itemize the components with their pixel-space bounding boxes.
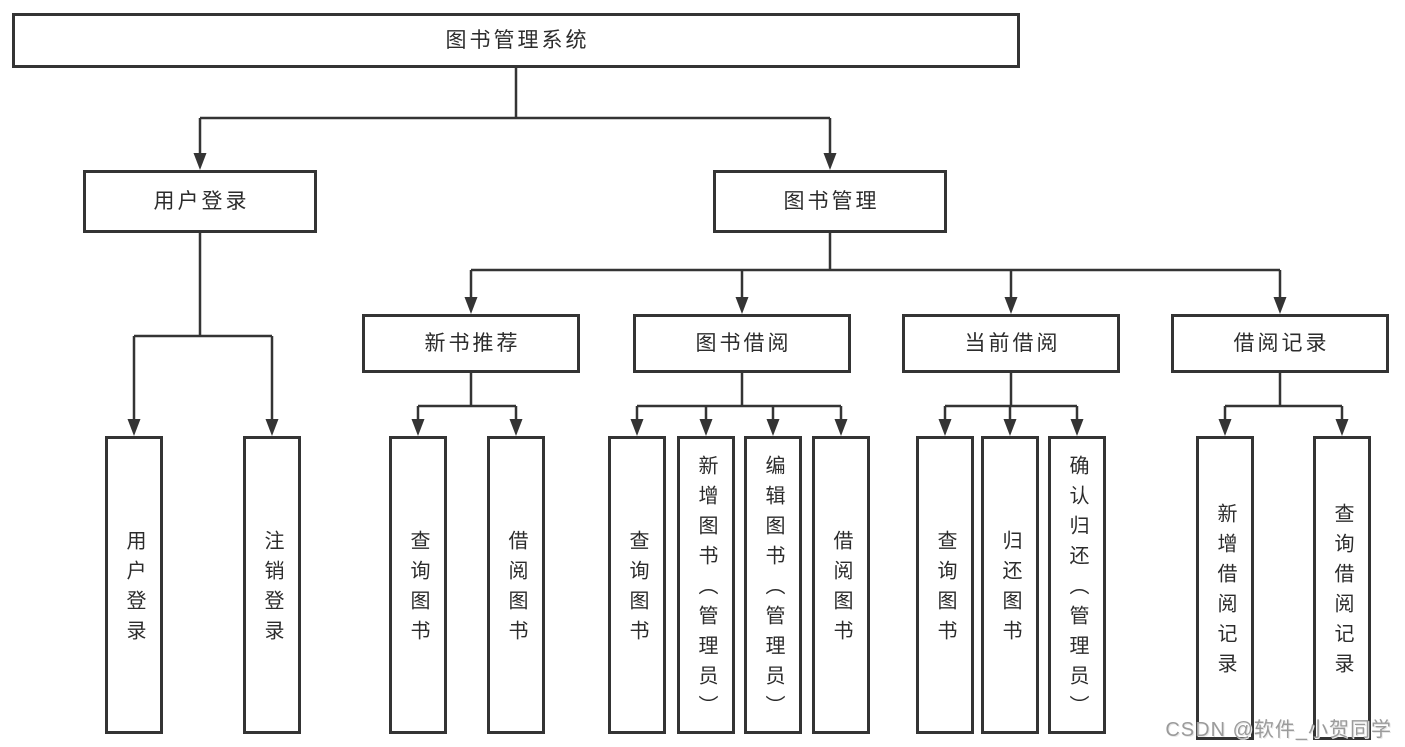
- leaf-query-borrow-record: 查询借阅记录: [1313, 436, 1371, 740]
- leaf-borrow-books: 借阅图书: [812, 436, 870, 734]
- csdn-watermark: CSDN @软件_小贺同学: [1165, 719, 1392, 741]
- leaf-query-books-borrow-label: 查询图书: [626, 530, 648, 650]
- leaf-user-login-label: 用户登录: [123, 530, 145, 650]
- leaf-confirm-return-admin-label: 确认归还（管理员）: [1066, 455, 1088, 725]
- leaf-user-login: 用户登录: [105, 436, 163, 734]
- leaf-return-books: 归还图书: [981, 436, 1039, 734]
- node-library-system-label: 图书管理系统: [445, 29, 590, 52]
- node-user-login-label: 用户登录: [153, 190, 250, 213]
- node-user-login: 用户登录: [83, 170, 317, 233]
- leaf-logout-label: 注销登录: [261, 530, 283, 650]
- leaf-borrow-books-recommend-label: 借阅图书: [505, 530, 527, 650]
- node-book-management: 图书管理: [713, 170, 947, 233]
- node-library-system: 图书管理系统: [12, 13, 1020, 68]
- leaf-borrow-books-recommend: 借阅图书: [487, 436, 545, 734]
- leaf-edit-book-admin-label: 编辑图书（管理员）: [762, 455, 784, 725]
- node-book-borrowing-label: 图书借阅: [695, 332, 792, 355]
- leaf-add-book-admin: 新增图书（管理员）: [677, 436, 735, 734]
- leaf-return-books-label: 归还图书: [999, 530, 1021, 650]
- node-new-book-recommend-label: 新书推荐: [424, 332, 521, 355]
- leaf-add-borrow-record-label: 新增借阅记录: [1214, 503, 1236, 683]
- arrow-down-icons: [127, 153, 1349, 436]
- node-current-borrowing-label: 当前借阅: [964, 332, 1061, 355]
- node-borrow-records: 借阅记录: [1171, 314, 1389, 373]
- leaf-query-borrow-record-label: 查询借阅记录: [1331, 503, 1353, 683]
- leaf-query-books-recommend-label: 查询图书: [407, 530, 429, 650]
- node-borrow-records-label: 借阅记录: [1233, 332, 1330, 355]
- leaf-borrow-books-label: 借阅图书: [830, 530, 852, 650]
- node-new-book-recommend: 新书推荐: [362, 314, 580, 373]
- node-book-management-label: 图书管理: [783, 190, 880, 213]
- connector-stems: [132, 68, 1344, 421]
- leaf-query-books-borrow: 查询图书: [608, 436, 666, 734]
- leaf-add-borrow-record: 新增借阅记录: [1196, 436, 1254, 740]
- leaf-edit-book-admin: 编辑图书（管理员）: [744, 436, 802, 734]
- leaf-query-books-current: 查询图书: [916, 436, 974, 734]
- leaf-query-books-current-label: 查询图书: [934, 530, 956, 650]
- leaf-query-books-recommend: 查询图书: [389, 436, 447, 734]
- leaf-logout: 注销登录: [243, 436, 301, 734]
- leaf-confirm-return-admin: 确认归还（管理员）: [1048, 436, 1106, 734]
- leaf-add-book-admin-label: 新增图书（管理员）: [695, 455, 717, 725]
- node-book-borrowing: 图书借阅: [633, 314, 851, 373]
- node-current-borrowing: 当前借阅: [902, 314, 1120, 373]
